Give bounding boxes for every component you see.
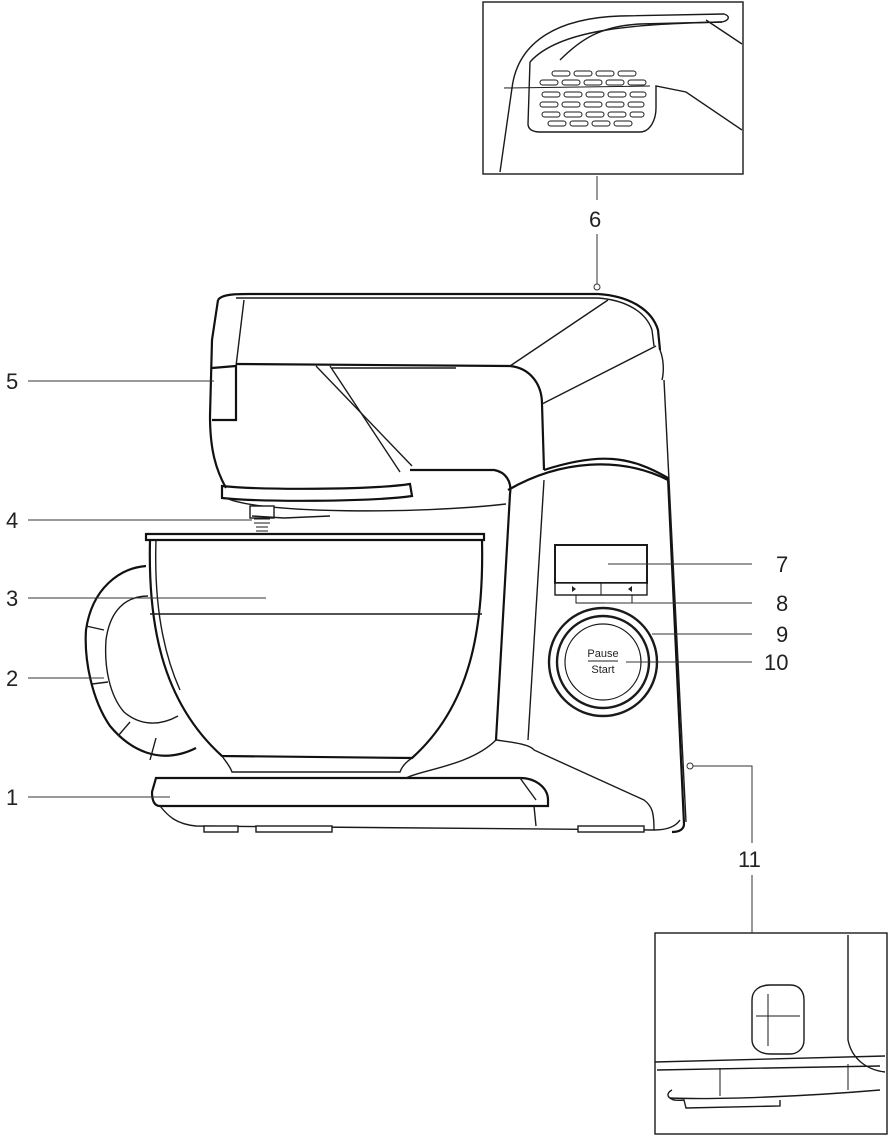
callout-8: 8 bbox=[776, 591, 788, 616]
cord-base-seams bbox=[719, 1064, 849, 1096]
bowl-inner-left bbox=[155, 539, 181, 691]
callout-2: 2 bbox=[6, 666, 18, 691]
mixer-base-bottom bbox=[159, 805, 681, 831]
cord-clip bbox=[751, 984, 805, 1055]
cord-base-bottom bbox=[669, 1089, 881, 1100]
mixer-base-neck bbox=[405, 739, 497, 779]
cord-detail-inset bbox=[654, 932, 888, 1135]
arrow-right-icon[interactable] bbox=[628, 586, 632, 592]
bowl-handle-outer bbox=[84, 564, 197, 757]
callout-5: 5 bbox=[6, 369, 18, 394]
mixer-back-edge bbox=[663, 379, 687, 823]
cord-detail-frame bbox=[654, 932, 888, 1135]
start-label: Start bbox=[591, 664, 614, 676]
bowl-rim bbox=[144, 532, 486, 542]
leader-6-dot bbox=[593, 283, 601, 291]
vent-seam-line bbox=[503, 85, 651, 89]
beater-shaft bbox=[249, 505, 275, 519]
cord-clip-detail bbox=[756, 994, 800, 1046]
beater-coupling bbox=[254, 518, 270, 532]
vent-housing-side bbox=[655, 85, 743, 131]
mixer-back-curve bbox=[659, 349, 665, 381]
bowl-body bbox=[148, 539, 484, 760]
speed-knob[interactable]: Pause Start bbox=[547, 606, 659, 718]
beater-shaft-line bbox=[251, 515, 331, 519]
callout-3: 3 bbox=[6, 586, 18, 611]
mixer-column-back bbox=[543, 457, 686, 834]
mixer-head-front bbox=[208, 299, 227, 489]
callout-10: 10 bbox=[764, 650, 788, 675]
mixer-column-inner bbox=[410, 468, 512, 741]
vent-slots bbox=[539, 70, 647, 127]
vent-housing-edge bbox=[705, 19, 743, 45]
callout-4: 4 bbox=[6, 508, 18, 533]
mixer-column-front bbox=[527, 479, 545, 741]
mixer-base-seam bbox=[519, 777, 537, 827]
foot-2 bbox=[255, 825, 333, 833]
mixer-head-ridge bbox=[235, 299, 245, 367]
foot-1 bbox=[203, 825, 239, 833]
mixer-head-cut-line-2 bbox=[329, 365, 401, 473]
callout-6: 6 bbox=[589, 207, 601, 232]
callout-9: 9 bbox=[776, 622, 788, 647]
cord-foot bbox=[667, 1089, 781, 1109]
mixer-head-ring bbox=[220, 482, 414, 502]
leader-11a bbox=[693, 765, 753, 843]
callout-1: 1 bbox=[6, 785, 18, 810]
mixer-head-lower bbox=[225, 497, 507, 512]
leader-lines bbox=[28, 176, 753, 933]
callout-11: 11 bbox=[738, 847, 761, 872]
mixer-head-release-button bbox=[211, 364, 238, 422]
callout-7: 7 bbox=[776, 552, 788, 577]
mixer-arm-diagonal bbox=[541, 345, 657, 405]
mixer-head-cut-line bbox=[315, 365, 413, 467]
mixer-head-diagonal bbox=[509, 299, 609, 367]
arrow-bracket bbox=[575, 595, 633, 604]
pause-label: Pause bbox=[587, 648, 618, 660]
bowl-handle-grip-lines bbox=[85, 625, 157, 761]
cord-base-line bbox=[656, 1065, 881, 1071]
mixer-head-top-inner bbox=[236, 297, 655, 347]
mixer-body: Pause Start bbox=[84, 292, 687, 834]
mixer-head-underside bbox=[235, 362, 546, 471]
cord-base-top bbox=[654, 1055, 886, 1063]
mixer-neck-band bbox=[507, 463, 669, 491]
mixer-base-plate bbox=[150, 776, 550, 808]
vent-housing-face bbox=[527, 61, 657, 133]
mixer-base-slope bbox=[495, 739, 655, 831]
bowl-foot bbox=[221, 755, 413, 773]
foot-3 bbox=[577, 825, 645, 833]
bowl-handle-inner bbox=[104, 595, 179, 724]
mixer-head-top-outline bbox=[217, 292, 662, 351]
vent-housing-outline bbox=[499, 13, 729, 173]
callout-numbers: 1 2 3 4 5 6 7 8 9 10 11 bbox=[6, 207, 788, 872]
vent-detail-inset bbox=[482, 1, 744, 175]
leader-11-dot bbox=[686, 762, 694, 770]
cord-housing-curve bbox=[847, 935, 886, 1073]
arrow-left-icon[interactable] bbox=[572, 586, 576, 592]
vent-housing-top bbox=[529, 21, 723, 63]
